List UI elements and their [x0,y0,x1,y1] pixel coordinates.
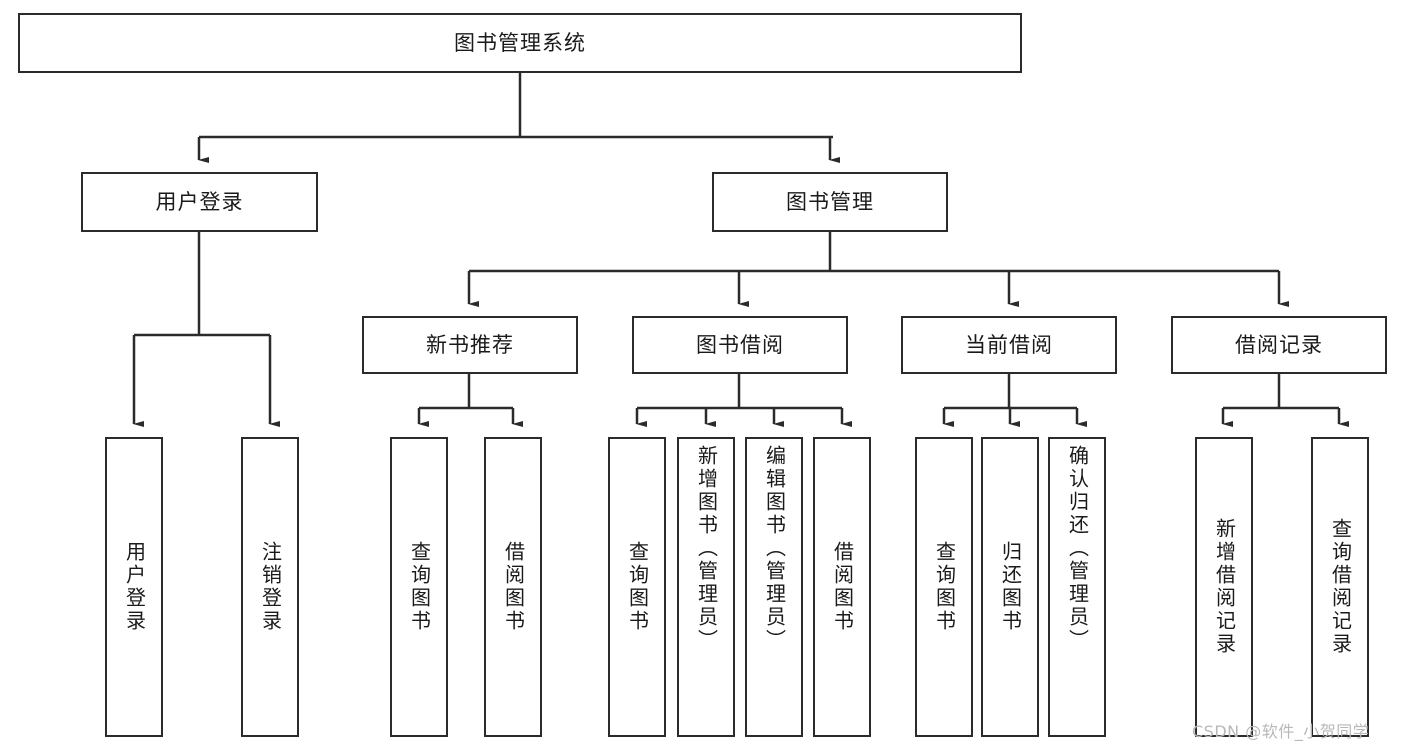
node-label: 图书管理 [786,189,874,214]
leaf-borrow-record-add[interactable]: 新增借阅记录 [1195,437,1253,737]
node-label: 图书借阅 [696,332,784,357]
leaf-user-login-logout[interactable]: 注销登录 [241,437,299,737]
node-label: 归还图书 [998,541,1023,633]
node-label: 查询图书 [625,541,650,633]
leaf-new-book-borrow[interactable]: 借阅图书 [484,437,542,737]
leaf-current-borrow-query[interactable]: 查询图书 [915,437,973,737]
node-book-borrow[interactable]: 图书借阅 [632,316,848,374]
node-label: 借阅图书 [830,541,855,633]
node-label: 新增图书（管理员） [694,445,719,652]
leaf-book-borrow-query[interactable]: 查询图书 [608,437,666,737]
node-label: 用户登录 [122,541,147,633]
node-label: 借阅记录 [1235,332,1323,357]
leaf-borrow-record-query[interactable]: 查询借阅记录 [1311,437,1369,737]
csdn-watermark: CSDN @软件_小贺同学 [1192,722,1370,741]
node-user-login[interactable]: 用户登录 [81,172,318,232]
node-label: 编辑图书（管理员） [762,445,787,652]
node-label: 新增借阅记录 [1212,518,1237,656]
leaf-user-login-login[interactable]: 用户登录 [105,437,163,737]
leaf-book-borrow-borrow[interactable]: 借阅图书 [813,437,871,737]
node-label: 借阅图书 [501,541,526,633]
leaf-new-book-query[interactable]: 查询图书 [390,437,448,737]
leaf-current-borrow-confirm-return[interactable]: 确认归还（管理员） [1048,437,1106,737]
leaf-book-borrow-edit[interactable]: 编辑图书（管理员） [745,437,803,737]
node-borrow-record[interactable]: 借阅记录 [1171,316,1387,374]
leaf-current-borrow-return[interactable]: 归还图书 [981,437,1039,737]
node-new-book-recommend[interactable]: 新书推荐 [362,316,578,374]
node-label: 查询图书 [407,541,432,633]
leaf-book-borrow-add[interactable]: 新增图书（管理员） [677,437,735,737]
node-label: 图书管理系统 [454,30,586,55]
node-label: 新书推荐 [426,332,514,357]
node-current-borrow[interactable]: 当前借阅 [901,316,1117,374]
node-label: 查询借阅记录 [1328,518,1353,656]
node-label: 查询图书 [932,541,957,633]
node-root-book-management-system[interactable]: 图书管理系统 [18,13,1022,73]
node-label: 用户登录 [155,189,244,214]
node-label: 当前借阅 [965,332,1053,357]
node-book-management[interactable]: 图书管理 [712,172,948,232]
node-label: 确认归还（管理员） [1065,445,1090,652]
node-label: 注销登录 [258,541,283,633]
